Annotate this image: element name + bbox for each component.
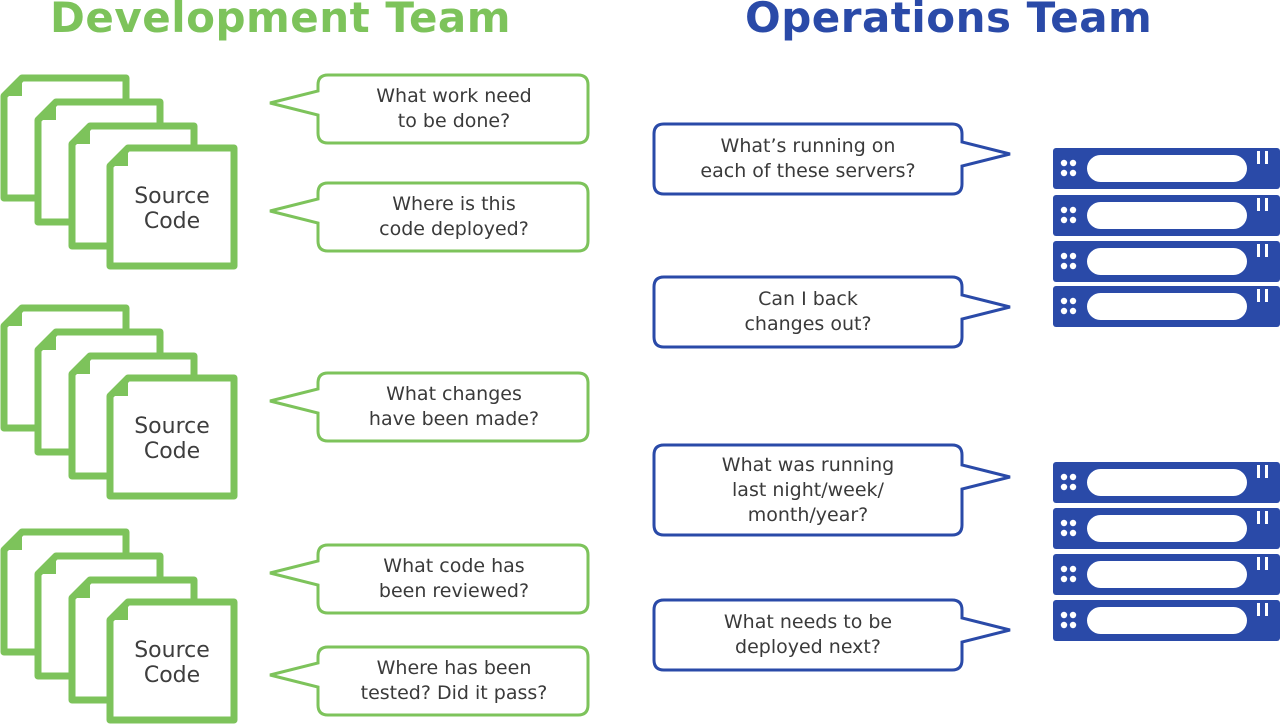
server-graphic [1053, 286, 1280, 327]
dev-question-bubble: What work need to be done? [268, 73, 590, 145]
server-graphic [1053, 554, 1280, 595]
dev-question-text: Where has been tested? Did it pass? [360, 657, 548, 704]
source-code-label: Source Code [134, 414, 210, 464]
server-rack-unit-icon [1053, 286, 1280, 327]
speech-bubble-left-shape [269, 371, 590, 443]
ops-question-text: What’s running on each of these servers? [700, 135, 916, 182]
ops-question-text: Can I back changes out? [744, 288, 872, 335]
speech-bubble-right-shape [652, 598, 1011, 672]
server-graphic [1053, 462, 1280, 503]
dev-question-text: What code has been reviewed? [378, 555, 530, 602]
speech-bubble-left-shape [269, 645, 590, 717]
speech-bubble-right-shape [652, 443, 1011, 537]
server-graphic [1053, 148, 1280, 189]
speech-bubble-left-shape [269, 543, 590, 615]
source-code-document-stack-icon: Source Code [0, 526, 245, 726]
dev-question-bubble: Where is this code deployed? [268, 181, 590, 253]
source-code-document-stack-icon: Source Code [0, 302, 245, 502]
operations-team-title: Operations Team [745, 0, 1153, 42]
speech-bubble-left-shape [269, 181, 590, 253]
document-stack-graphic [0, 74, 238, 270]
server-rack-unit-icon [1053, 462, 1280, 503]
document-stack-graphic [0, 304, 238, 500]
server-rack-unit-icon [1053, 195, 1280, 236]
server-rack-unit-icon [1053, 148, 1280, 189]
source-code-label: Source Code [134, 638, 210, 688]
server-graphic [1053, 600, 1280, 641]
server-rack-unit-icon [1053, 554, 1280, 595]
ops-question-bubble: Can I back changes out? [652, 275, 1014, 349]
ops-question-bubble: What needs to be deployed next? [652, 598, 1014, 672]
speech-bubble-right-shape [652, 275, 1011, 349]
ops-question-text: What was running last night/week/ month/… [721, 453, 895, 526]
source-code-document-stack-icon: Source Code [0, 72, 245, 272]
dev-question-bubble: Where has been tested? Did it pass? [268, 645, 590, 717]
source-code-label: Source Code [134, 184, 210, 234]
development-team-title: Development Team [50, 0, 512, 42]
dev-question-text: Where is this code deployed? [379, 193, 529, 240]
speech-bubble-right-shape [652, 122, 1011, 196]
dev-question-text: What changes have been made? [368, 383, 540, 430]
server-rack-unit-icon [1053, 508, 1280, 549]
server-rack-unit-icon [1053, 600, 1280, 641]
server-graphic [1053, 195, 1280, 236]
ops-question-bubble: What’s running on each of these servers? [652, 122, 1014, 196]
dev-question-text: What work need to be done? [376, 85, 532, 132]
speech-bubble-left-shape [269, 73, 590, 145]
document-stack-graphic [0, 528, 238, 724]
server-graphic [1053, 508, 1280, 549]
server-rack-unit-icon [1053, 241, 1280, 282]
dev-question-bubble: What code has been reviewed? [268, 543, 590, 615]
ops-question-bubble: What was running last night/week/ month/… [652, 443, 1014, 537]
dev-question-bubble: What changes have been made? [268, 371, 590, 443]
server-graphic [1053, 241, 1280, 282]
ops-question-text: What needs to be deployed next? [723, 611, 893, 658]
